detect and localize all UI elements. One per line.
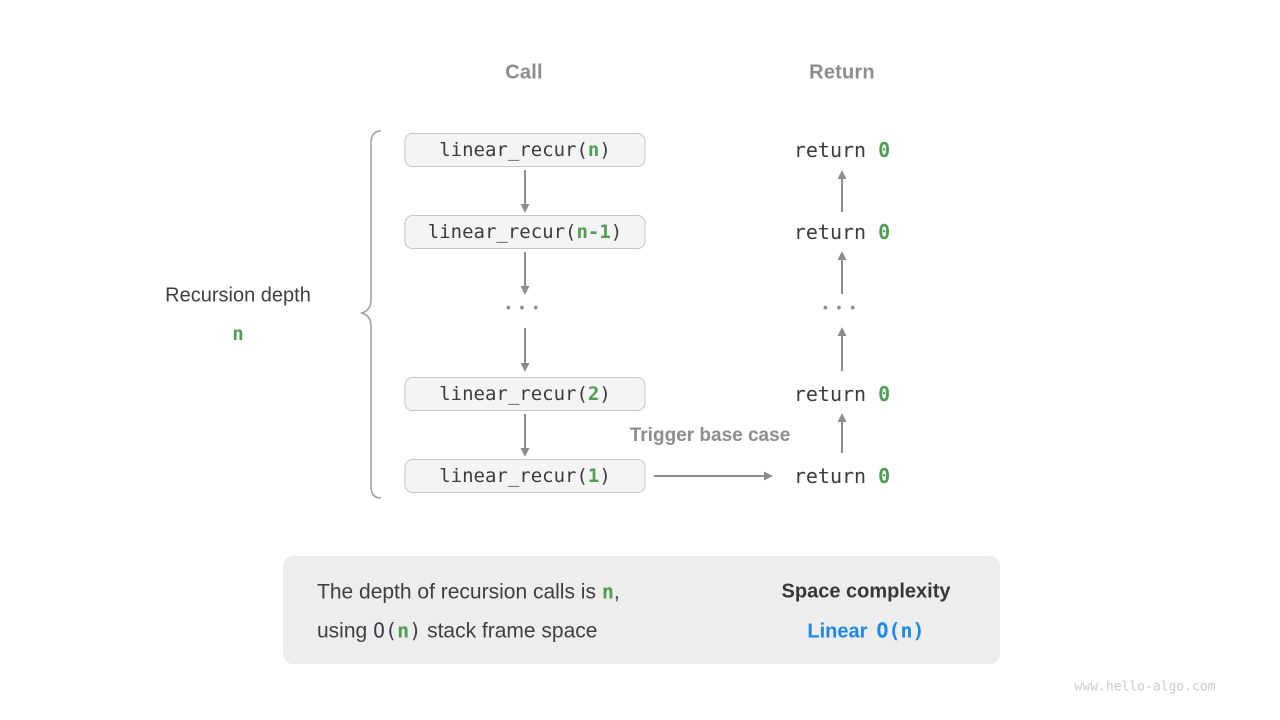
summary-text: using <box>317 619 374 643</box>
summary-big-o: O( <box>373 618 398 643</box>
recursion-depth-label: Recursion depth <box>165 284 311 307</box>
call-column-header: Call <box>505 61 543 84</box>
call-box-text: linear_recur( <box>427 221 577 243</box>
summary-text: stack frame space <box>421 619 598 643</box>
call-box-text: linear_recur( <box>439 383 588 405</box>
call-box-text: ) <box>599 139 611 161</box>
summary-n: n <box>397 618 410 643</box>
return-keyword: return <box>793 382 879 406</box>
summary-n: n <box>601 579 614 604</box>
summary-line-2: using O(n) stack frame space <box>317 619 597 644</box>
space-complexity-title: Space complexity <box>781 580 951 603</box>
call-box-arg: 1 <box>587 465 600 487</box>
return-value: 0 <box>878 382 891 406</box>
space-complexity-value: Linear O(n) <box>807 619 924 644</box>
call-box-arg: n <box>587 139 600 161</box>
return-keyword: return <box>793 464 879 488</box>
recursion-depth-brace <box>359 130 382 499</box>
return-label-2: return 0 <box>794 220 890 244</box>
return-column-header: Return <box>809 61 875 84</box>
return-value: 0 <box>878 220 891 244</box>
call-box-text: linear_recur( <box>439 139 588 161</box>
call-box-n-1: linear_recur(n-1) <box>404 215 646 249</box>
return-label-1: return 0 <box>794 138 890 162</box>
summary-big-o: ) <box>409 618 422 643</box>
call-box-text: ) <box>599 383 611 405</box>
call-box-text: linear_recur( <box>439 465 588 487</box>
return-keyword: return <box>793 138 879 162</box>
call-box-arg: n-1 <box>576 221 611 243</box>
trigger-base-case-label: Trigger base case <box>629 425 791 446</box>
call-box-2: linear_recur(2) <box>404 377 646 411</box>
call-box-1: linear_recur(1) <box>404 459 646 493</box>
call-box-text: ) <box>599 465 611 487</box>
complexity-class-label: Linear <box>807 620 868 643</box>
call-box-n: linear_recur(n) <box>404 133 646 167</box>
return-value: 0 <box>878 138 891 162</box>
watermark: www.hello-algo.com <box>1074 679 1216 695</box>
summary-text: , <box>613 580 620 604</box>
summary-line-1: The depth of recursion calls is n, <box>317 580 620 605</box>
return-value: 0 <box>878 464 891 488</box>
recursion-depth-value: n <box>232 323 244 345</box>
return-ellipsis: ••• <box>821 301 863 317</box>
call-ellipsis: ••• <box>504 301 546 317</box>
return-label-3: return 0 <box>794 382 890 406</box>
complexity-big-o: O(n) <box>876 618 925 643</box>
return-label-4: return 0 <box>794 464 890 488</box>
summary-panel: The depth of recursion calls is n, using… <box>283 556 1000 664</box>
summary-text: The depth of recursion calls is <box>317 580 602 604</box>
return-keyword: return <box>793 220 879 244</box>
call-box-arg: 2 <box>587 383 600 405</box>
call-box-text: ) <box>610 221 623 243</box>
